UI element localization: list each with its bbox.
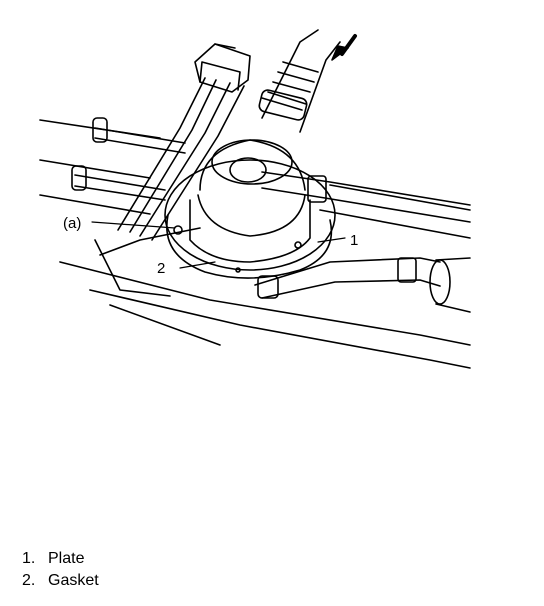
canister-assembly <box>164 139 336 279</box>
outlet-hoses <box>254 171 471 313</box>
connector-block <box>194 43 251 93</box>
component-diagram: (a) 1 2 <box>39 29 471 369</box>
callout-a: (a) <box>63 215 81 232</box>
legend-number: 1. <box>22 550 36 567</box>
fuel-lines <box>71 77 245 297</box>
legend-item-plate: 1. Plate <box>22 548 99 570</box>
legend-label: Gasket <box>48 572 99 589</box>
floor-panel-lines <box>39 119 471 369</box>
leader-lines <box>91 221 346 269</box>
legend: 1. Plate 2. Gasket <box>22 548 99 592</box>
filler-hose <box>258 29 341 133</box>
legend-item-gasket: 2. Gasket <box>22 570 99 592</box>
callout-1: 1 <box>350 232 358 249</box>
callout-2: 2 <box>157 260 165 277</box>
legend-label: Plate <box>48 550 85 567</box>
legend-number: 2. <box>22 572 36 589</box>
direction-arrow <box>331 34 357 61</box>
